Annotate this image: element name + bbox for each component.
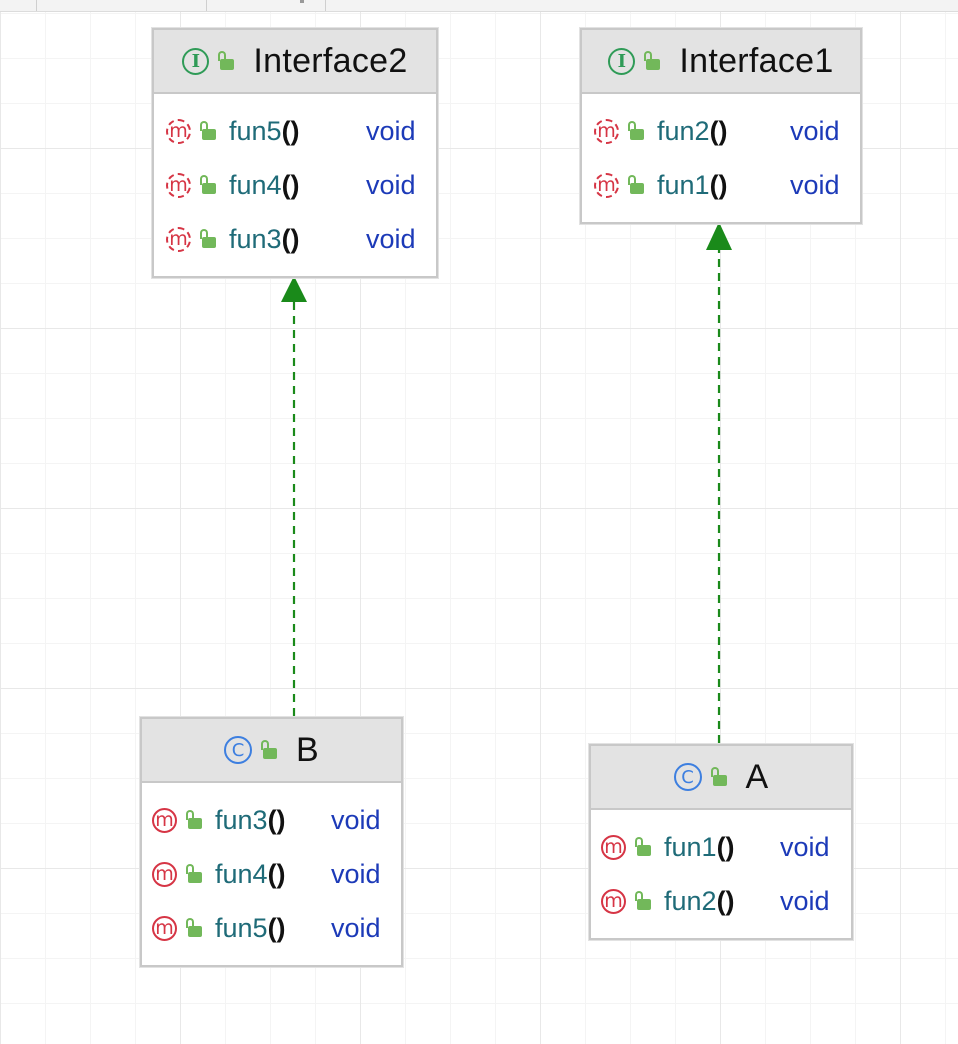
toolbar-separator [206,0,207,11]
method-params: () [267,912,286,943]
method-name: fun1 [657,169,710,200]
public-lock-icon [199,174,217,196]
interface2-node[interactable]: I Interface2 m fun5() void m fun4() void… [152,28,438,278]
method-params: () [709,115,728,146]
method-row[interactable]: m fun2() void [582,104,860,158]
node-name: Interface2 [253,41,408,80]
arrowhead-interface2 [281,276,307,302]
class-b-node[interactable]: C B m fun3() void m fun4() void m fun5()… [140,717,403,967]
abstract-method-icon: m [166,118,191,144]
return-type: void [790,169,840,200]
public-lock-icon [634,836,652,858]
toolbar-separator [36,0,37,11]
method-name: fun4 [215,858,268,889]
node-header: C A [591,746,851,810]
method-name: fun4 [229,169,282,200]
method-icon: m [152,915,177,941]
return-type: void [366,115,416,146]
method-row[interactable]: m fun1() void [582,158,860,212]
method-name: fun2 [657,115,710,146]
method-params: () [716,831,735,862]
method-row[interactable]: m fun5() void [154,104,436,158]
method-icon: m [601,888,626,914]
method-name: fun1 [664,831,717,862]
public-lock-icon [627,174,645,196]
abstract-method-icon: m [166,172,191,198]
public-lock-icon [185,809,203,831]
method-params: () [267,858,286,889]
abstract-method-icon: m [594,118,619,144]
method-name: fun5 [229,115,282,146]
method-icon: m [152,861,177,887]
method-params: () [281,169,300,200]
abstract-method-icon: m [166,226,191,252]
method-icon: m [601,834,626,860]
toolbar-separator [325,0,326,11]
return-type: void [780,831,830,862]
interface-icon: I [608,47,636,75]
class-icon: C [673,763,702,791]
public-lock-icon [634,890,652,912]
method-name: fun5 [215,912,268,943]
method-params: () [267,804,286,835]
method-row[interactable]: m fun4() void [154,158,436,212]
method-params: () [281,115,300,146]
abstract-method-icon: m [594,172,619,198]
method-params: () [281,223,300,254]
public-lock-icon [217,50,235,72]
public-lock-icon [710,766,728,788]
public-lock-icon [199,228,217,250]
public-lock-icon [627,120,645,142]
interface-icon: I [182,47,210,75]
method-name: fun3 [215,804,268,835]
class-a-node[interactable]: C A m fun1() void m fun2() void [589,744,853,940]
return-type: void [331,858,381,889]
method-row[interactable]: m fun3() void [142,793,401,847]
node-name: A [745,757,769,796]
toolbar-marker [300,0,304,3]
arrowhead-interface1 [706,222,732,250]
node-name: Interface1 [679,41,834,80]
interface1-node[interactable]: I Interface1 m fun2() void m fun1() void [580,28,862,224]
public-lock-icon [260,739,278,761]
toolbar-strip [0,0,958,12]
return-type: void [331,912,381,943]
method-name: fun3 [229,223,282,254]
public-lock-icon [199,120,217,142]
method-row[interactable]: m fun5() void [142,901,401,955]
method-icon: m [152,807,177,833]
node-header: I Interface1 [582,30,860,94]
public-lock-icon [185,917,203,939]
public-lock-icon [185,863,203,885]
return-type: void [366,223,416,254]
method-row[interactable]: m fun2() void [591,874,851,928]
method-row[interactable]: m fun4() void [142,847,401,901]
public-lock-icon [643,50,661,72]
node-header: C B [142,719,401,783]
return-type: void [366,169,416,200]
node-header: I Interface2 [154,30,436,94]
method-row[interactable]: m fun3() void [154,212,436,266]
return-type: void [780,885,830,916]
method-params: () [709,169,728,200]
class-icon: C [224,736,252,764]
node-name: B [296,730,319,769]
method-name: fun2 [664,885,717,916]
return-type: void [790,115,840,146]
return-type: void [331,804,381,835]
method-params: () [716,885,735,916]
method-row[interactable]: m fun1() void [591,820,851,874]
